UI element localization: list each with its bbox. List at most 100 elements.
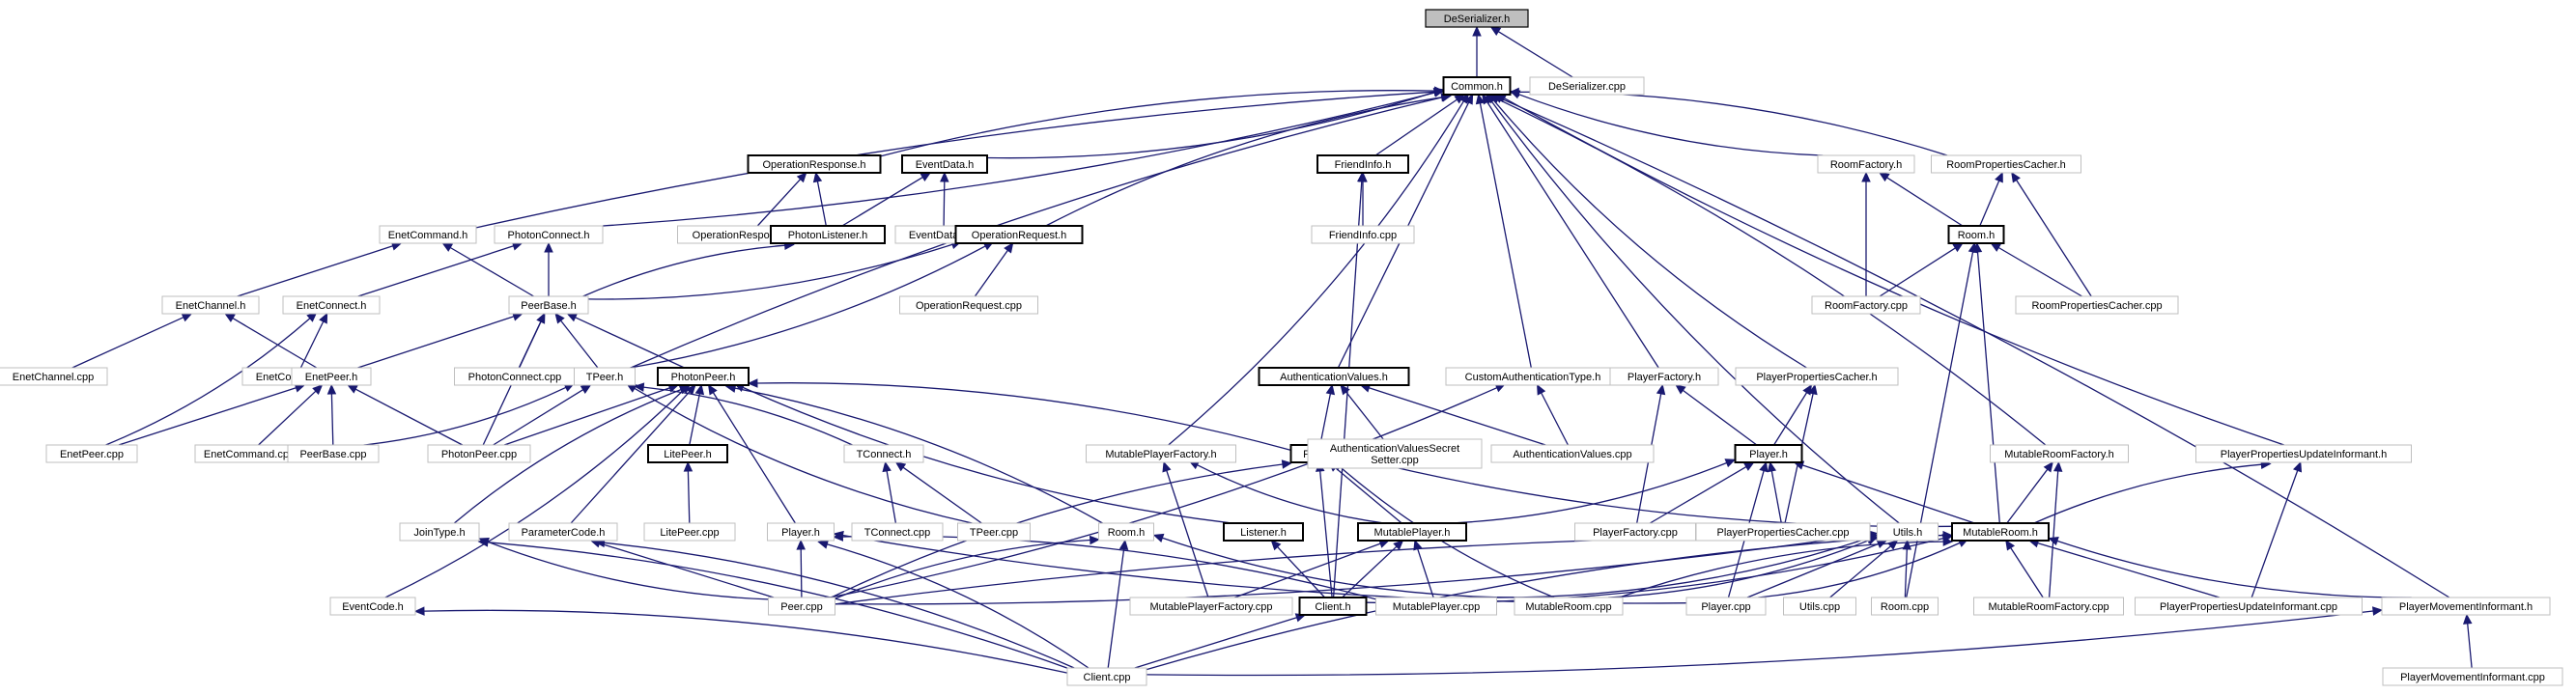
node-tpeer-h[interactable]: TPeer.h bbox=[574, 367, 636, 386]
node-enet-connect-h[interactable]: EnetConnect.h bbox=[282, 295, 381, 315]
arrowhead bbox=[1537, 383, 1546, 396]
node-enet-peer-h[interactable]: EnetPeer.h bbox=[291, 367, 372, 386]
edge-player-movement-informant-cpp-to-player-movement-informant-h bbox=[2467, 623, 2473, 669]
node-client-cpp[interactable]: Client.cpp bbox=[1066, 667, 1147, 686]
node-player-movement-informant-h[interactable]: PlayerMovementInformant.h bbox=[2381, 597, 2551, 616]
node-tconnect-h[interactable]: TConnect.h bbox=[843, 444, 924, 463]
arrowhead bbox=[1990, 242, 2002, 252]
node-de-serializer-cpp[interactable]: DeSerializer.cpp bbox=[1529, 76, 1645, 96]
node-lite-peer-h[interactable]: LitePeer.h bbox=[647, 444, 728, 463]
arrowhead bbox=[2005, 539, 2016, 551]
node-listener-h[interactable]: Listener.h bbox=[1223, 522, 1304, 542]
node-enet-command-h[interactable]: EnetCommand.h bbox=[379, 225, 477, 244]
node-label: AuthenticationValuesSecret bbox=[1330, 443, 1459, 455]
node-peer-base-cpp[interactable]: PeerBase.cpp bbox=[287, 444, 380, 463]
node-mutable-room-h[interactable]: MutableRoom.h bbox=[1951, 522, 2050, 542]
edge-client-h-to-peer-h bbox=[1319, 470, 1333, 598]
arrowhead bbox=[1459, 93, 1469, 104]
node-mutable-room-factory-cpp[interactable]: MutableRoomFactory.cpp bbox=[1973, 597, 2124, 616]
node-box bbox=[2195, 444, 2412, 463]
node-room-properties-cacher-cpp[interactable]: RoomPropertiesCacher.cpp bbox=[2015, 295, 2179, 315]
node-friend-info-h[interactable]: FriendInfo.h bbox=[1316, 154, 1409, 174]
arrowhead bbox=[1270, 540, 1282, 551]
node-box bbox=[1129, 597, 1293, 616]
node-box bbox=[643, 522, 736, 542]
node-lite-peer-cpp[interactable]: LitePeer.cpp bbox=[643, 522, 736, 542]
edge-mutable-player-h-to-player-h bbox=[1451, 461, 1727, 524]
node-mutable-player-cpp[interactable]: MutablePlayer.cpp bbox=[1375, 597, 1497, 616]
arrowhead bbox=[1967, 241, 1978, 254]
edge-mutable-player-cpp-to-mutable-player-h bbox=[1417, 548, 1434, 598]
node-authentication-values-cpp[interactable]: AuthenticationValues.cpp bbox=[1490, 444, 1655, 463]
node-photon-connect-cpp[interactable]: PhotonConnect.cpp bbox=[454, 367, 576, 386]
node-event-code-h[interactable]: EventCode.h bbox=[329, 597, 416, 616]
node-enet-peer-cpp[interactable]: EnetPeer.cpp bbox=[45, 444, 138, 463]
node-tconnect-cpp[interactable]: TConnect.cpp bbox=[851, 522, 944, 542]
node-parameter-code-h[interactable]: ParameterCode.h bbox=[508, 522, 618, 542]
node-operation-request-cpp[interactable]: OperationRequest.cpp bbox=[899, 295, 1038, 315]
node-label: FriendInfo.cpp bbox=[1329, 230, 1397, 241]
edge-join-type-h-to-photon-peer-h bbox=[453, 388, 682, 524]
node-photon-listener-h[interactable]: PhotonListener.h bbox=[770, 225, 886, 244]
edge-peer-base-cpp-to-tpeer-h bbox=[363, 386, 567, 446]
edge-player-h2-to-photon-peer-h bbox=[712, 392, 796, 524]
arrowhead bbox=[554, 313, 565, 324]
node-box bbox=[843, 444, 924, 463]
node-mutable-player-factory-cpp[interactable]: MutablePlayerFactory.cpp bbox=[1129, 597, 1293, 616]
node-room-cpp[interactable]: Room.cpp bbox=[1871, 597, 1939, 616]
node-label: EnetPeer.h bbox=[305, 372, 357, 383]
node-player-cpp[interactable]: Player.cpp bbox=[1685, 597, 1767, 616]
node-photon-peer-h[interactable]: PhotonPeer.h bbox=[657, 367, 750, 386]
node-enet-channel-h[interactable]: EnetChannel.h bbox=[161, 295, 260, 315]
node-photon-peer-cpp[interactable]: PhotonPeer.cpp bbox=[427, 444, 531, 463]
node-room-factory-cpp[interactable]: RoomFactory.cpp bbox=[1811, 295, 1921, 315]
node-de-serializer-h[interactable]: DeSerializer.h bbox=[1425, 9, 1529, 28]
node-player-h[interactable]: Player.h bbox=[1734, 444, 1803, 463]
node-room-h2[interactable]: Room.h bbox=[1098, 522, 1154, 542]
node-label: EnetCommand.h bbox=[388, 230, 468, 241]
node-label: MutablePlayer.cpp bbox=[1393, 601, 1481, 613]
node-player-properties-update-informant-cpp[interactable]: PlayerPropertiesUpdateInformant.cpp bbox=[2135, 597, 2363, 616]
node-utils-h[interactable]: Utils.h bbox=[1877, 522, 1939, 542]
node-enet-channel-cpp[interactable]: EnetChannel.cpp bbox=[0, 367, 108, 386]
edge-operation-response-h-to-common-h bbox=[880, 90, 1435, 157]
node-custom-authentication-type-h[interactable]: CustomAuthenticationType.h bbox=[1445, 367, 1621, 386]
node-player-properties-update-informant-h[interactable]: PlayerPropertiesUpdateInformant.h bbox=[2195, 444, 2412, 463]
node-room-factory-h[interactable]: RoomFactory.h bbox=[1817, 154, 1915, 174]
node-box bbox=[574, 367, 636, 386]
node-photon-connect-h[interactable]: PhotonConnect.h bbox=[494, 225, 604, 244]
node-utils-cpp[interactable]: Utils.cpp bbox=[1783, 597, 1856, 616]
edge-player-cpp-to-mutable-room-h bbox=[1758, 542, 1961, 598]
node-peer-base-h[interactable]: PeerBase.h bbox=[508, 295, 589, 315]
node-friend-info-cpp[interactable]: FriendInfo.cpp bbox=[1311, 225, 1415, 244]
node-client-h[interactable]: Client.h bbox=[1298, 597, 1368, 616]
node-player-properties-cacher-cpp[interactable]: PlayerPropertiesCacher.cpp bbox=[1695, 522, 1871, 542]
node-join-type-h[interactable]: JoinType.h bbox=[399, 522, 480, 542]
arrowhead bbox=[817, 540, 829, 549]
edge-photon-peer-h-to-peer-base-h bbox=[575, 317, 685, 369]
node-mutable-room-cpp[interactable]: MutableRoom.cpp bbox=[1514, 597, 1624, 616]
edge-peer-cpp-to-parameter-code-h bbox=[599, 542, 775, 598]
node-tpeer-cpp[interactable]: TPeer.cpp bbox=[957, 522, 1031, 542]
node-event-data-h[interactable]: EventData.h bbox=[901, 154, 988, 174]
node-box bbox=[1973, 597, 2124, 616]
edge-tpeer-cpp-to-tpeer-h bbox=[634, 387, 973, 524]
node-player-h2[interactable]: Player.h bbox=[767, 522, 835, 542]
node-player-properties-cacher-h[interactable]: PlayerPropertiesCacher.h bbox=[1735, 367, 1899, 386]
node-room-properties-cacher-h[interactable]: RoomPropertiesCacher.h bbox=[1931, 154, 2081, 174]
node-peer-cpp[interactable]: Peer.cpp bbox=[768, 597, 835, 616]
node-enet-command-cpp[interactable]: EnetCommand.cpp bbox=[194, 444, 304, 463]
node-operation-response-h[interactable]: OperationResponse.h bbox=[747, 154, 882, 174]
node-player-movement-informant-cpp[interactable]: PlayerMovementInformant.cpp bbox=[2382, 667, 2563, 686]
node-mutable-player-factory-h[interactable]: MutablePlayerFactory.h bbox=[1086, 444, 1236, 463]
node-player-factory-h[interactable]: PlayerFactory.h bbox=[1609, 367, 1719, 386]
node-player-factory-cpp[interactable]: PlayerFactory.cpp bbox=[1574, 522, 1696, 542]
node-operation-request-h[interactable]: OperationRequest.h bbox=[954, 225, 1084, 244]
node-room-h[interactable]: Room.h bbox=[1947, 225, 2005, 244]
node-mutable-player-h[interactable]: MutablePlayer.h bbox=[1357, 522, 1467, 542]
node-common-h[interactable]: Common.h bbox=[1442, 76, 1512, 96]
node-box bbox=[957, 522, 1031, 542]
node-authentication-values-h[interactable]: AuthenticationValues.h bbox=[1258, 367, 1410, 386]
node-mutable-room-factory-h[interactable]: MutableRoomFactory.h bbox=[1990, 444, 2129, 463]
